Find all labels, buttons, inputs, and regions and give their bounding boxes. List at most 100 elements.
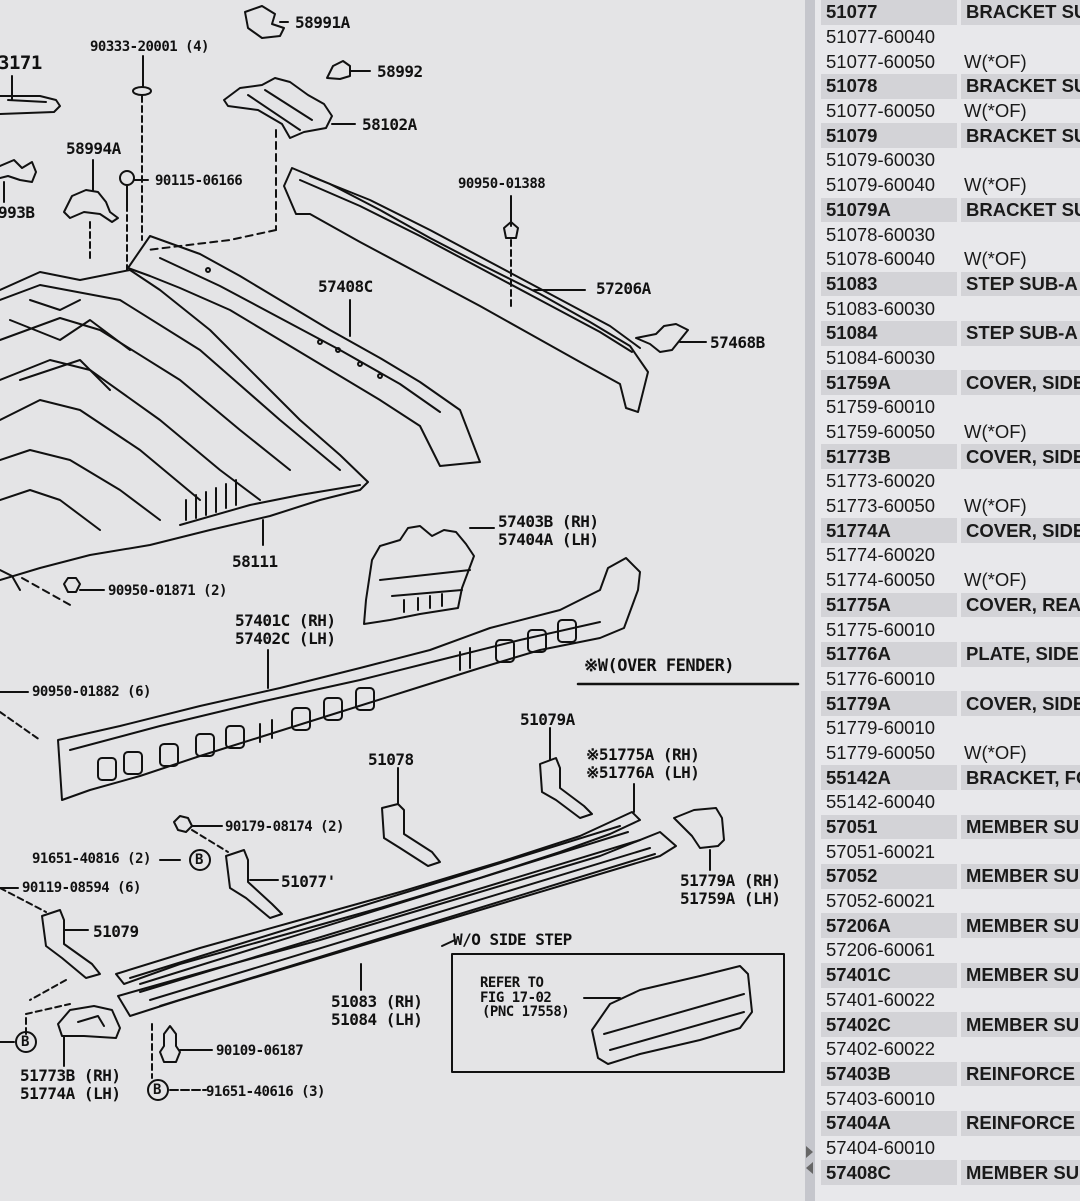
applicability-cell <box>955 1086 1080 1111</box>
table-row-part-number[interactable]: 51774-60020 <box>815 543 1080 568</box>
callout-51759a[interactable]: 51759A (LH) <box>680 889 781 908</box>
callout-51774a[interactable]: 51774A (LH) <box>20 1084 121 1103</box>
callout-58992[interactable]: 58992 <box>377 62 423 81</box>
table-row-part-number[interactable]: 51084-60030 <box>815 346 1080 371</box>
callout-51084[interactable]: 51084 (LH) <box>331 1010 423 1029</box>
callout-51077[interactable]: 51077' <box>281 872 336 891</box>
table-row-part-number[interactable]: 57051-60021 <box>815 839 1080 864</box>
callout-90179-08174[interactable]: 90179-08174 (2) <box>225 819 344 835</box>
description-cell: MEMBER SU <box>961 1160 1080 1185</box>
table-row-part-number[interactable]: 51079-60030 <box>815 148 1080 173</box>
description-cell: BRACKET, FO <box>961 765 1080 790</box>
callout-57468b[interactable]: 57468B <box>710 333 765 352</box>
callout-58102a[interactable]: 58102A <box>362 115 417 134</box>
callout-57404a[interactable]: 57404A (LH) <box>498 530 599 549</box>
callout-58171[interactable]: 3171 <box>0 52 42 74</box>
triangle-right-icon[interactable] <box>806 1146 813 1158</box>
table-row-part-number[interactable]: 57052-60021 <box>815 889 1080 914</box>
callout-57408c[interactable]: 57408C <box>318 277 373 296</box>
table-row-part-number[interactable]: 51775-60010 <box>815 617 1080 642</box>
table-row-part-number[interactable]: 57403-60010 <box>815 1086 1080 1111</box>
description-cell: MEMBER SU <box>961 913 1080 939</box>
wo-side-step-box <box>441 939 785 1073</box>
table-row-part-number[interactable]: 51773-60020 <box>815 469 1080 494</box>
callout-90115-06166[interactable]: 90115-06166 <box>155 173 243 189</box>
callout-51779a[interactable]: 51779A (RH) <box>680 871 781 890</box>
pane-splitter[interactable] <box>805 0 815 1201</box>
callout-90950-01871[interactable]: 90950-01871 (2) <box>108 583 227 599</box>
table-row-part-number[interactable]: 55142-60040 <box>815 790 1080 815</box>
callout-57403b[interactable]: 57403B (RH) <box>498 512 599 531</box>
callout-51775a[interactable]: ※51775A (RH) <box>586 745 700 764</box>
callout-58111[interactable]: 58111 <box>232 552 278 571</box>
callout-90119-08594[interactable]: 90119-08594 (6) <box>22 880 141 896</box>
callout-90109-06187[interactable]: 90109-06187 <box>216 1043 304 1059</box>
callout-51079a[interactable]: 51079A <box>520 710 575 729</box>
callout-51083[interactable]: 51083 (RH) <box>331 992 423 1011</box>
callout-90333-20001[interactable]: 90333-20001 (4) <box>90 39 209 55</box>
table-row-part-number[interactable]: 57401-60022 <box>815 988 1080 1013</box>
callout-51079[interactable]: 51079 <box>93 922 139 941</box>
callout-57206a[interactable]: 57206A <box>596 279 651 298</box>
callout-58993b[interactable]: 993B <box>0 203 35 222</box>
fig-reference-link[interactable]: FIG 17-02 <box>480 990 552 1006</box>
callout-51773b[interactable]: 51773B (RH) <box>20 1066 121 1085</box>
part-number-cell: 51759-60050 <box>826 421 936 443</box>
table-row-part-number[interactable]: 57206-60061 <box>815 938 1080 963</box>
part-57403b-drawing <box>363 525 495 625</box>
callout-58994a[interactable]: 58994A <box>66 139 121 158</box>
callout-57401c[interactable]: 57401C (RH) <box>235 611 336 630</box>
table-row-part-number[interactable]: 57402-60022 <box>815 1037 1080 1062</box>
callout-51776a[interactable]: ※51776A (LH) <box>586 763 700 782</box>
description-cell: COVER, SIDE <box>961 518 1080 544</box>
table-row-part-number[interactable]: 51083-60030 <box>815 296 1080 321</box>
callout-91651-40616[interactable]: 91651-40616 (3) <box>206 1084 325 1100</box>
part-number-cell: 51775-60010 <box>826 618 936 640</box>
table-row-part-number[interactable]: 51077-60040 <box>815 25 1080 50</box>
table-row-part-number[interactable]: 51779-60010 <box>815 716 1080 741</box>
table-row-part-number[interactable]: 51759-60010 <box>815 395 1080 420</box>
triangle-left-icon[interactable] <box>806 1162 813 1174</box>
table-row-part-number[interactable]: 51078-60030 <box>815 222 1080 247</box>
parts-diagram[interactable]: 58991A 90333-20001 (4) 3171 58992 58102A… <box>0 0 805 1201</box>
callout-91651-40816[interactable]: 91651-40816 (2) <box>32 851 151 867</box>
table-row-part-number[interactable]: 57404-60010 <box>815 1136 1080 1161</box>
callout-58991a[interactable]: 58991A <box>295 13 350 32</box>
callout-51078[interactable]: 51078 <box>368 750 414 769</box>
callout-90950-01388[interactable]: 90950-01388 <box>458 176 546 192</box>
part-number-cell: 57403-60010 <box>826 1087 936 1109</box>
table-row-part-number[interactable]: 51776-60010 <box>815 667 1080 692</box>
callout-90950-01882[interactable]: 90950-01882 (6) <box>32 684 151 700</box>
callout-57402c[interactable]: 57402C (LH) <box>235 629 336 648</box>
